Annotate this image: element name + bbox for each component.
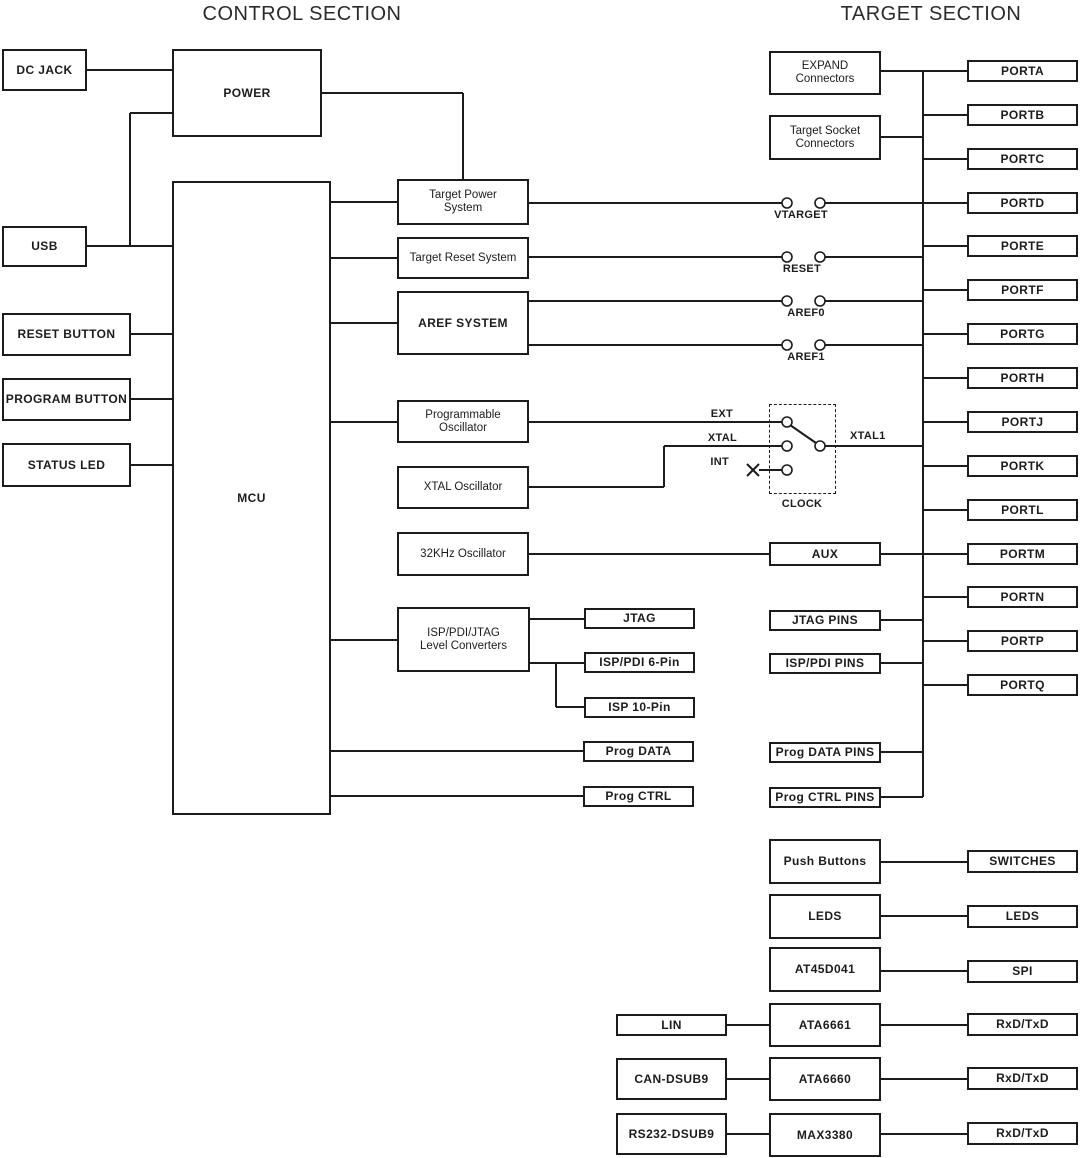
jumper-pad-icon [814,251,826,263]
int-label: INT [710,456,729,468]
can-dsub9-box: CAN-DSUB9 [616,1058,727,1100]
port-l-box: PORTL [967,499,1078,521]
jumper-pad-icon [781,339,793,351]
xtal-label: XTAL [707,432,737,444]
leds-header-box: LEDS [967,905,1078,928]
port-g-box: PORTG [967,323,1078,345]
target-reset-system-box: Target Reset System [397,237,529,279]
usb-box: USB [2,226,87,267]
isp-10pin-connector-box: ISP 10-Pin [584,697,695,718]
prog-data-box: Prog DATA [583,741,694,762]
clock-switch-frame [769,404,836,494]
programmable-oscillator-box: Programmable Oscillator [397,400,529,443]
reset-button-box: RESET BUTTON [2,313,131,356]
status-led-box: STATUS LED [2,443,131,487]
rxd-txd-rs232-box: RxD/TxD [967,1122,1078,1145]
isp-pdi-6pin-connector-box: ISP/PDI 6-Pin [584,652,695,673]
jumper-pad-icon [781,295,793,307]
power-box: POWER [172,49,322,137]
control-section-title: CONTROL SECTION [202,3,402,25]
port-e-box: PORTE [967,235,1078,257]
port-h-box: PORTH [967,367,1078,389]
leds-block-box: LEDS [769,894,881,939]
port-b-box: PORTB [967,104,1078,126]
clock-switch-arm [789,424,817,444]
rs232-dsub9-box: RS232-DSUB9 [616,1113,727,1155]
mcu-box: MCU [172,181,331,815]
program-button-box: PROGRAM BUTTON [2,378,131,421]
jtag-pins-box: JTAG PINS [769,610,881,631]
xtal-oscillator-box: XTAL Oscillator [397,466,529,509]
prog-data-pins-box: Prog DATA PINS [769,742,881,763]
port-p-box: PORTP [967,630,1078,652]
isp-pdi-jtag-level-converters-box: ISP/PDI/JTAG Level Converters [397,607,530,672]
target-socket-connectors-box: Target Socket Connectors [769,115,881,160]
jumper-pad-icon [814,197,826,209]
jumper-pad-icon [814,339,826,351]
ext-label: EXT [710,408,733,420]
jumper-pad-icon [781,251,793,263]
jumper-pad-icon [814,440,826,452]
port-k-box: PORTK [967,455,1078,477]
jtag-connector-box: JTAG [584,608,695,629]
reset-label: RESET [782,263,822,275]
jumper-pad-icon [781,416,793,428]
expand-connectors-box: EXPAND Connectors [769,51,881,95]
jumper-pad-icon [781,197,793,209]
port-a-box: PORTA [967,60,1078,82]
push-buttons-box: Push Buttons [769,839,881,884]
port-j-box: PORTJ [967,411,1078,433]
ata6661-box: ATA6661 [769,1003,881,1047]
aux-box: AUX [769,542,881,566]
dc-jack-box: DC JACK [2,49,87,91]
spi-box: SPI [967,960,1078,983]
ata6660-box: ATA6660 [769,1057,881,1101]
aref0-label: AREF0 [787,307,825,319]
jumper-pad-icon [814,295,826,307]
isp-pdi-pins-box: ISP/PDI PINS [769,653,881,674]
rxd-txd-lin-box: RxD/TxD [967,1013,1078,1036]
jumper-pad-icon [781,440,793,452]
port-d-box: PORTD [967,192,1078,214]
port-c-box: PORTC [967,148,1078,170]
prog-ctrl-box: Prog CTRL [583,786,694,807]
aref-system-box: AREF SYSTEM [397,291,529,355]
port-f-box: PORTF [967,279,1078,301]
port-n-box: PORTN [967,586,1078,608]
target-section-title: TARGET SECTION [840,3,1022,25]
target-power-system-box: Target Power System [397,179,529,225]
prog-ctrl-pins-box: Prog CTRL PINS [769,787,881,808]
at45d041-box: AT45D041 [769,947,881,992]
rxd-txd-can-box: RxD/TxD [967,1067,1078,1090]
lin-box: LIN [616,1014,727,1036]
xtal1-label: XTAL1 [850,430,886,442]
oscillator-32khz-box: 32KHz Oscillator [397,532,529,576]
port-m-box: PORTM [967,543,1078,565]
port-q-box: PORTQ [967,674,1078,696]
jumper-pad-icon [781,464,793,476]
clock-label: CLOCK [781,498,823,510]
max3380-box: MAX3380 [769,1113,881,1157]
aref1-label: AREF1 [787,351,825,363]
vtarget-label: VTARGET [774,209,828,221]
switches-box: SWITCHES [967,850,1078,873]
no-connect-x-icon [746,463,760,477]
